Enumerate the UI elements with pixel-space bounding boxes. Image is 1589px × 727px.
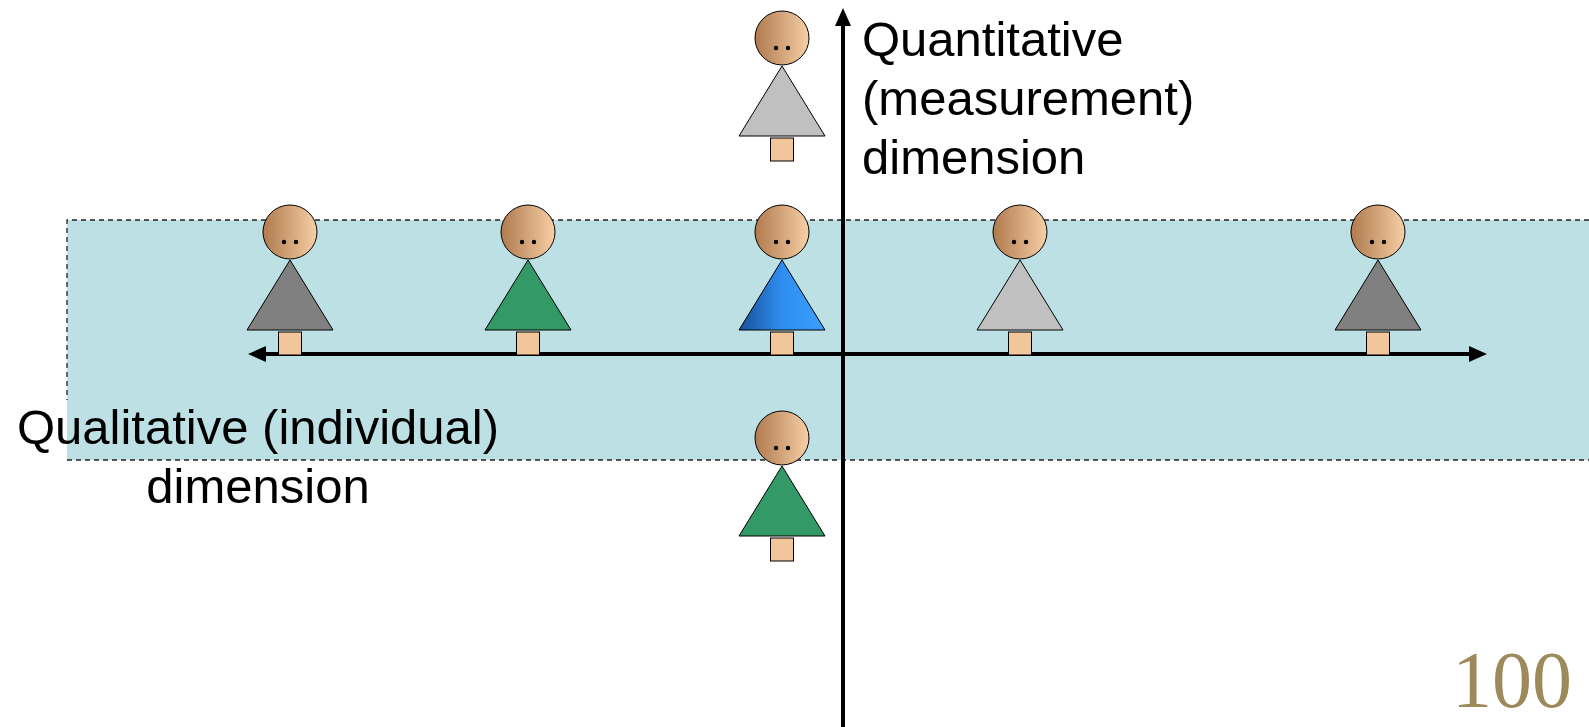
- person-figure: [1335, 205, 1421, 355]
- person-figure: [739, 411, 825, 561]
- horizontal-axis: [248, 346, 1487, 362]
- person-figure: [485, 205, 571, 355]
- person-figure: [977, 205, 1063, 355]
- person-figure: [739, 205, 825, 355]
- person-figure: [247, 205, 333, 355]
- axis-label: Qualitative (individual) dimension: [0, 398, 516, 516]
- axis-label: Quantitative (measurement) dimension: [862, 10, 1222, 187]
- vertical-axis: [835, 8, 851, 727]
- person-figure: [739, 11, 825, 161]
- watermark-number: 100: [1452, 640, 1572, 720]
